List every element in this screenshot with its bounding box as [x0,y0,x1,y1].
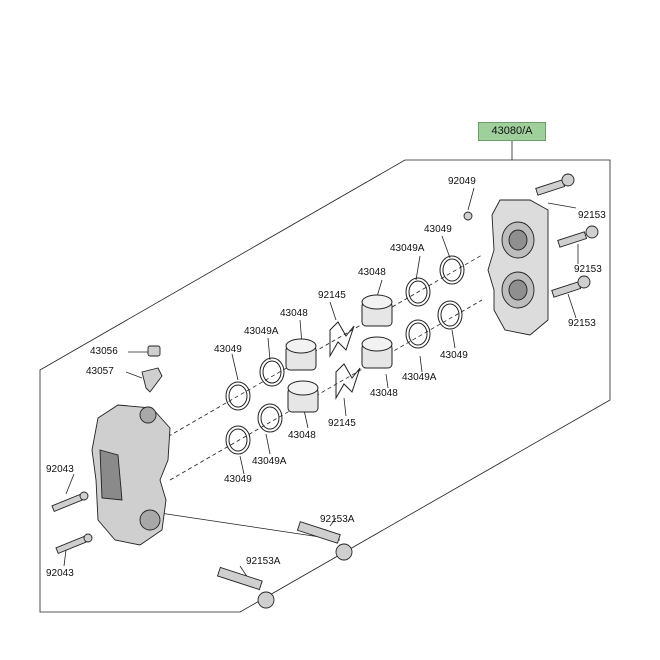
pad-springs [329,321,361,400]
leader-43049A-bot [265,433,271,455]
part-label-92153-3[interactable]: 92153 [568,318,596,329]
part-label-92153-2[interactable]: 92153 [574,264,602,275]
part-label-43049A-top[interactable]: 43049A [390,243,425,254]
right-caliper-half [487,199,549,336]
leader-92043-1 [65,473,75,495]
part-label-43049A-left[interactable]: 43049A [244,326,279,337]
leader-43057 [125,371,143,379]
leader-92145-top [329,301,337,321]
seal-43049A-bot [257,403,283,433]
part-label-43049A-bot[interactable]: 43049A [252,456,287,467]
leader-92153A-1 [329,517,337,527]
part-label-43056[interactable]: 43056 [90,346,118,357]
bolt-92043-1 [51,491,89,512]
bolt-92153-2 [557,225,599,248]
pistons [285,294,393,413]
part-label-43049-bot[interactable]: 43049 [224,474,252,485]
bolt-92153A-1 [296,521,353,561]
seal-43049A-left [259,357,285,387]
part-label-43048-left[interactable]: 43048 [280,308,308,319]
washer-92049 [463,211,473,221]
frame-outline [39,159,611,613]
leader-92145-bot [343,397,347,417]
seal-43049A-top [405,277,431,307]
seal-43049-right [437,300,463,330]
piston-43048-bot [287,380,319,413]
leader-43049A-top [415,255,421,281]
part-label-43048-right[interactable]: 43048 [370,388,398,399]
leader-43049-left [231,353,239,381]
seals [225,255,465,455]
part-label-43049-tr[interactable]: 43049 [424,224,452,235]
bracket-43057 [141,367,163,393]
part-label-92049[interactable]: 92049 [448,176,476,187]
leader-92153-3 [567,293,577,319]
bolt-92153A-2 [216,566,275,609]
spring-92145-top [329,321,355,358]
part-label-92153A-1[interactable]: 92153A [320,514,355,525]
leader-43049-right [451,329,456,349]
part-label-92153A-2[interactable]: 92153A [246,556,281,567]
part-label-43049-right[interactable]: 43049 [440,350,468,361]
leader-43048-right [385,373,389,389]
leader-43049-tr [441,235,451,259]
leader-92043-2 [63,549,67,567]
part-label-43049A-right[interactable]: 43049A [402,372,437,383]
axis-line-2 [169,299,483,481]
small-parts [141,211,473,393]
part-label-43048-bot[interactable]: 43048 [288,430,316,441]
leader-92153-1 [547,202,577,209]
bolt-92153-3 [551,275,591,298]
part-label-43049-left[interactable]: 43049 [214,344,242,355]
part-label-92043-2[interactable]: 92043 [46,568,74,579]
part-label-92043-1[interactable]: 92043 [46,464,74,475]
spring-92145-bot [335,363,361,400]
leader-43048-bot [303,409,309,429]
piston-43048-left [285,338,317,371]
seal-43049-tr [439,255,465,285]
seal-43049A-right [405,319,431,349]
leader-43049A-left [267,337,271,361]
part-label-43048-top[interactable]: 43048 [358,267,386,278]
left-caliper-half [91,404,171,546]
axis-line-3 [139,509,341,541]
piston-43048-right [361,336,393,369]
piston-43048-top [361,294,393,327]
seal-43049-bot [225,425,251,455]
assembly-label-43080A[interactable]: 43080/A [478,122,546,141]
seal-43049-left [225,381,251,411]
leader-43049-bot [239,455,245,475]
leader-92049 [467,187,475,211]
cap-43056 [147,345,161,357]
axis-line-1 [161,254,483,441]
bolt-92043-2 [55,533,93,554]
part-label-43057[interactable]: 43057 [86,366,114,377]
part-label-92145-bot[interactable]: 92145 [328,418,356,429]
bolts [51,173,599,609]
part-label-92145-top[interactable]: 92145 [318,290,346,301]
part-label-92153-1[interactable]: 92153 [578,210,606,221]
bolt-92153-1 [535,173,575,196]
leader-43049A-right [419,355,423,373]
